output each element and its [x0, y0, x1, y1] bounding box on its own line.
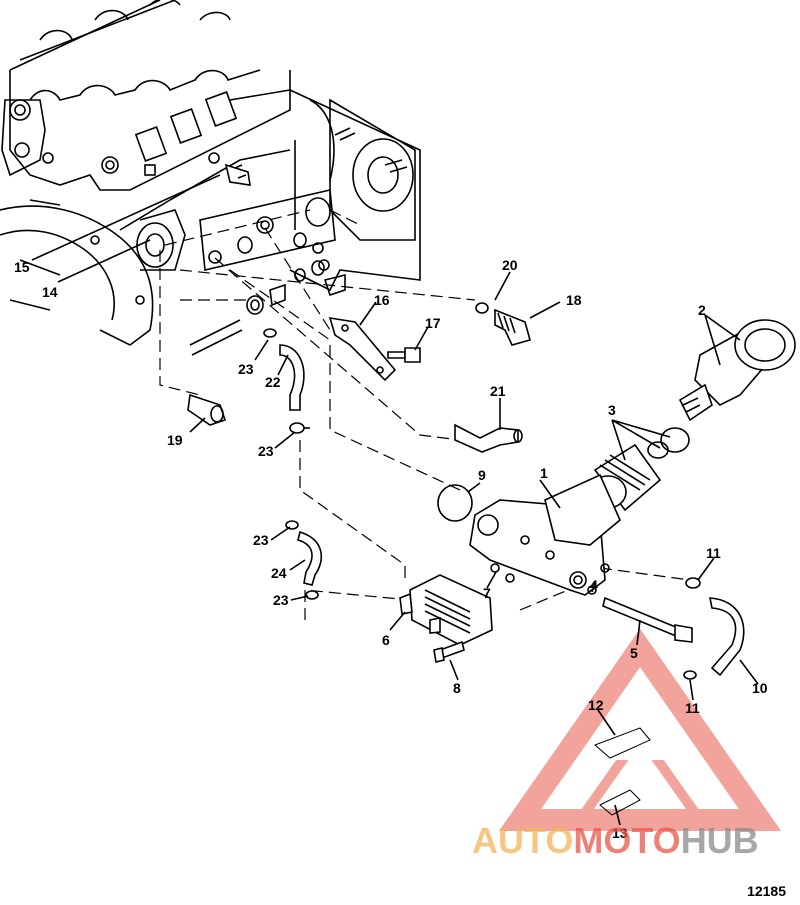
callout-18: 18	[566, 292, 582, 308]
callout-3: 3	[608, 402, 616, 418]
callout-7: 7	[483, 585, 491, 601]
callout-6: 6	[382, 632, 390, 648]
bolt-18	[475, 302, 531, 346]
hose-10	[709, 597, 745, 677]
clamp-11a	[685, 577, 701, 589]
clamp-23b	[289, 422, 310, 434]
figure-number: 12185	[747, 883, 786, 899]
callout-22: 22	[265, 374, 281, 390]
callout-5: 5	[630, 645, 638, 661]
callout-2: 2	[698, 302, 706, 318]
filter-head-1	[469, 473, 621, 596]
callout-17: 17	[425, 315, 441, 331]
callout-10: 10	[752, 680, 768, 696]
callout-15: 15	[14, 259, 30, 275]
callout-21: 21	[490, 383, 506, 399]
engine-block	[0, 0, 421, 356]
o-ring-9	[437, 484, 473, 522]
watermark-auto: AUTO	[472, 820, 573, 861]
callout-14: 14	[42, 284, 58, 300]
hose-24	[297, 530, 322, 586]
callout-23-b: 23	[258, 443, 274, 459]
callout-23-c: 23	[253, 532, 269, 548]
sleeve-19	[187, 393, 227, 426]
callout-1: 1	[540, 465, 548, 481]
long-bolt-5	[602, 596, 693, 643]
watermark-hub: HUB	[681, 820, 759, 861]
callout-9: 9	[478, 467, 486, 483]
callout-4: 4	[590, 577, 598, 593]
callout-20: 20	[502, 257, 518, 273]
clamp-23a	[263, 328, 277, 338]
elbow-21	[454, 423, 523, 453]
clamp-11b	[683, 670, 697, 680]
callout-19: 19	[167, 432, 183, 448]
bracket-16	[328, 317, 397, 382]
oil-cooler-6	[399, 574, 493, 646]
leader-lines	[31, 174, 759, 826]
assembly-lines	[159, 209, 691, 620]
callout-13: 13	[612, 825, 628, 841]
o-rings-7	[490, 563, 515, 583]
watermark-logo	[498, 628, 782, 831]
callout-labels: 1 2 3 4 5 6 7 8 9 10 11 11 12 13 14 15 1…	[14, 257, 768, 841]
clamp-23d	[305, 590, 319, 600]
callout-8: 8	[453, 680, 461, 696]
callout-24: 24	[271, 565, 287, 581]
watermark-text: AUTOMOTOHUB	[472, 820, 759, 861]
callout-23-a: 23	[238, 361, 254, 377]
filter-housing-2	[678, 319, 796, 422]
callout-23-d: 23	[273, 592, 289, 608]
callout-11-lower: 11	[685, 700, 700, 716]
parts-12-13	[594, 727, 651, 816]
callout-11-upper: 11	[706, 545, 721, 561]
svg-text:AUTOMOTOHUB: AUTOMOTOHUB	[472, 820, 759, 861]
hose-22	[279, 344, 305, 411]
watermark-moto: MOTO	[573, 820, 680, 861]
bolt-8	[433, 640, 465, 663]
bolt-17	[387, 347, 421, 363]
fitting-4	[587, 563, 610, 595]
fitting-15	[208, 152, 251, 186]
callout-12: 12	[588, 697, 604, 713]
callout-16: 16	[374, 292, 390, 308]
